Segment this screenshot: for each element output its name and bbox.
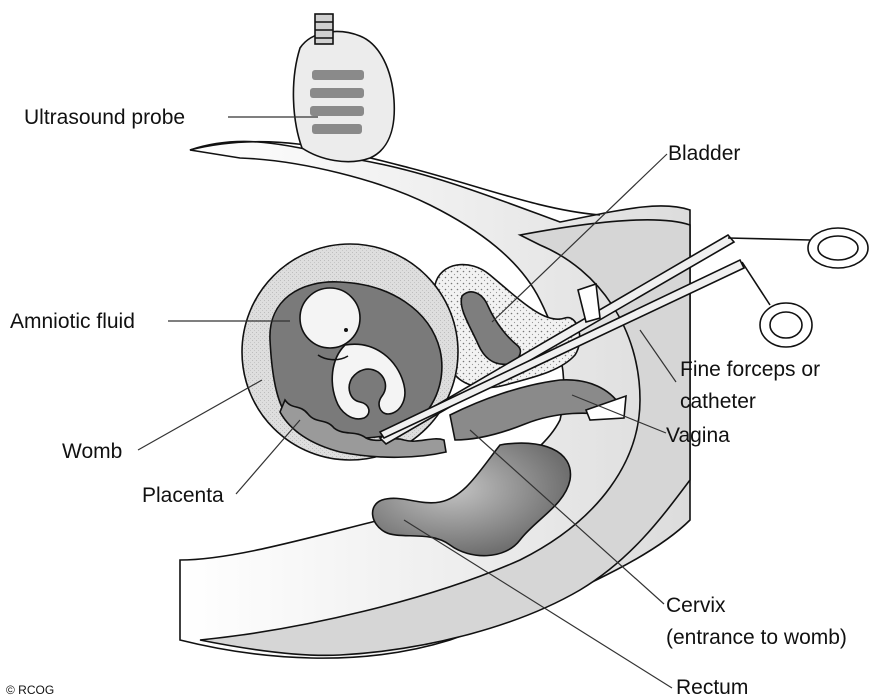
label-bladder: Bladder — [668, 142, 740, 165]
ultrasound-probe-icon — [293, 14, 394, 162]
label-fine-forceps-line2: catheter — [680, 390, 756, 413]
label-ultrasound-probe: Ultrasound probe — [24, 106, 185, 129]
label-fine-forceps-line1: Fine forceps or — [680, 358, 820, 381]
label-placenta: Placenta — [142, 484, 224, 507]
label-rectum: Rectum — [676, 676, 748, 699]
label-womb: Womb — [62, 440, 122, 463]
label-cervix-line1: Cervix — [666, 594, 726, 617]
copyright: © RCOG — [6, 683, 54, 697]
label-amniotic-fluid: Amniotic fluid — [10, 310, 135, 333]
label-vagina: Vagina — [666, 424, 730, 447]
label-cervix-line2: (entrance to womb) — [666, 626, 847, 649]
